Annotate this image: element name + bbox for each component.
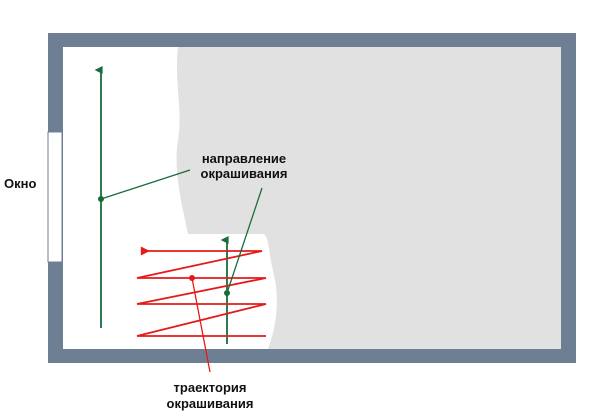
painting-trajectory-zigzag bbox=[136, 246, 267, 337]
direction-leader-line-1 bbox=[100, 169, 191, 200]
painting-trajectory-label-line-1: траектория bbox=[174, 380, 247, 395]
floor-painted-area bbox=[176, 47, 561, 349]
window-label: Окно bbox=[4, 176, 36, 191]
window bbox=[47, 131, 63, 263]
trajectory-dot bbox=[189, 275, 195, 281]
direction-dot-2 bbox=[224, 290, 230, 296]
painting-direction-label-line-1: направление bbox=[202, 151, 286, 166]
direction-dot-1 bbox=[98, 196, 104, 202]
painting-direction-label-line-2: окрашивания bbox=[201, 166, 288, 181]
painting-trajectory-label-line-2: окрашивания bbox=[167, 396, 254, 411]
trajectory-leader-line bbox=[191, 277, 211, 373]
direction-leader-line-2 bbox=[226, 187, 263, 294]
